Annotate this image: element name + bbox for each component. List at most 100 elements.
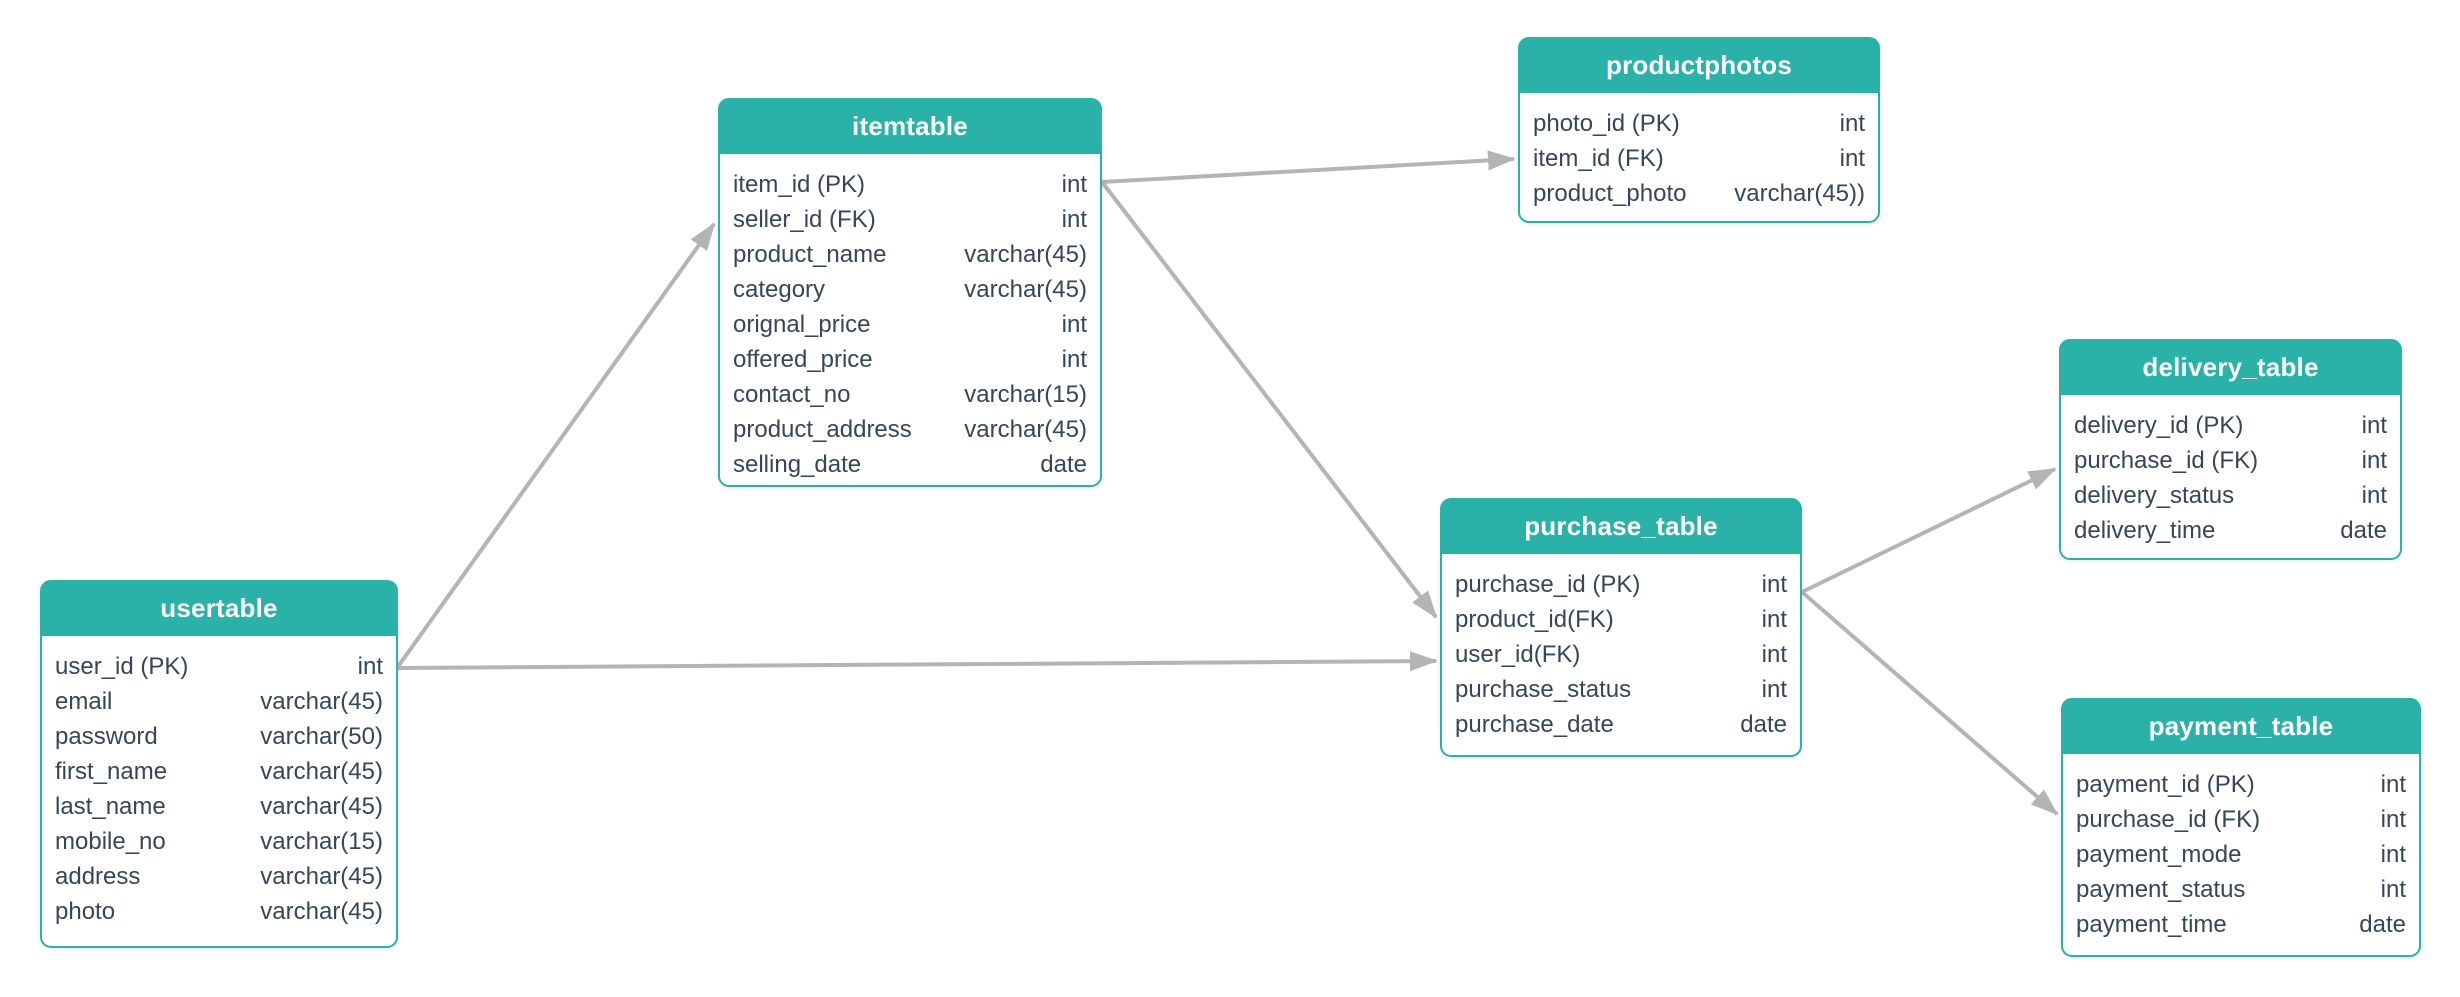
- field-type: int: [2361, 411, 2387, 439]
- field-row-purchase_table-3: purchase_status int: [1455, 672, 1787, 707]
- field-name: seller_id (FK): [733, 205, 876, 233]
- field-type: varchar(45): [964, 240, 1087, 268]
- table-purchase_table[interactable]: purchase_table purchase_id (PK) int prod…: [1440, 498, 1802, 757]
- field-row-delivery_table-0: delivery_id (PK) int: [2074, 408, 2387, 443]
- field-row-payment_table-2: payment_mode int: [2076, 837, 2406, 872]
- field-row-itemtable-3: category varchar(45): [733, 272, 1087, 307]
- table-delivery_table[interactable]: delivery_table delivery_id (PK) int purc…: [2059, 339, 2402, 560]
- field-row-delivery_table-3: delivery_time date: [2074, 513, 2387, 548]
- relation-usertable-to-purchase_table: [396, 651, 1438, 672]
- field-type: int: [2380, 840, 2406, 868]
- field-name: mobile_no: [55, 827, 166, 855]
- field-type: varchar(45): [964, 275, 1087, 303]
- field-row-usertable-7: photo varchar(45): [55, 894, 383, 929]
- field-type: int: [1061, 170, 1087, 198]
- field-name: payment_status: [2076, 875, 2246, 903]
- field-name: first_name: [55, 757, 168, 785]
- field-type: varchar(45): [260, 897, 383, 925]
- field-type: varchar(45): [260, 862, 383, 890]
- field-type: int: [2380, 875, 2406, 903]
- field-row-usertable-2: password varchar(50): [55, 719, 383, 754]
- field-row-usertable-4: last_name varchar(45): [55, 789, 383, 824]
- field-name: address: [55, 862, 141, 890]
- table-title: delivery_table: [2142, 352, 2319, 382]
- field-type: varchar(45)): [1734, 179, 1865, 207]
- field-name: photo_id (PK): [1533, 109, 1680, 137]
- table-title: productphotos: [1605, 50, 1792, 80]
- field-name: photo: [55, 897, 116, 925]
- field-name: payment_time: [2076, 910, 2227, 938]
- field-name: password: [55, 722, 158, 750]
- relation-usertable-to-itemtable: [395, 222, 716, 670]
- field-row-usertable-0: user_id (PK) int: [55, 649, 383, 684]
- table-body-purchase_table: purchase_id (PK) int product_id(FK) int …: [1442, 554, 1800, 755]
- field-row-itemtable-5: offered_price int: [733, 342, 1087, 377]
- field-type: int: [1761, 605, 1787, 633]
- table-body-usertable: user_id (PK) int email varchar(45) passw…: [42, 636, 396, 946]
- field-row-purchase_table-0: purchase_id (PK) int: [1455, 567, 1787, 602]
- table-header: delivery_table: [2060, 340, 2401, 395]
- field-type: varchar(45): [964, 415, 1087, 443]
- table-header: payment_table: [2062, 699, 2420, 754]
- field-name: delivery_status: [2074, 481, 2235, 509]
- field-row-itemtable-2: product_name varchar(45): [733, 237, 1087, 272]
- field-name: item_id (FK): [1533, 144, 1664, 172]
- table-payment_table[interactable]: payment_table payment_id (PK) int purcha…: [2061, 698, 2421, 957]
- field-row-itemtable-6: contact_no varchar(15): [733, 377, 1087, 412]
- field-name: delivery_id (PK): [2074, 411, 2244, 439]
- table-title: itemtable: [852, 111, 968, 141]
- field-row-payment_table-0: payment_id (PK) int: [2076, 767, 2406, 802]
- table-body-payment_table: payment_id (PK) int purchase_id (FK) int…: [2063, 754, 2419, 955]
- field-row-purchase_table-2: user_id(FK) int: [1455, 637, 1787, 672]
- table-usertable[interactable]: usertable user_id (PK) int email varchar…: [40, 580, 398, 948]
- relation-itemtable-to-productphotos: [1101, 150, 1516, 184]
- field-type: varchar(50): [260, 722, 383, 750]
- field-row-itemtable-8: selling_date date: [733, 447, 1087, 482]
- relation-purchase_table-to-payment_table: [1800, 590, 2059, 816]
- field-row-productphotos-2: product_photo varchar(45)): [1533, 176, 1865, 211]
- field-type: varchar(45): [260, 687, 383, 715]
- field-row-itemtable-0: item_id (PK) int: [733, 167, 1087, 202]
- table-title: payment_table: [2148, 711, 2334, 741]
- field-type: varchar(45): [260, 792, 383, 820]
- table-header: purchase_table: [1441, 499, 1801, 554]
- table-header: usertable: [41, 581, 397, 636]
- field-name: purchase_id (FK): [2076, 805, 2261, 833]
- field-row-productphotos-0: photo_id (PK) int: [1533, 106, 1865, 141]
- table-body-delivery_table: delivery_id (PK) int purchase_id (FK) in…: [2061, 395, 2400, 558]
- field-row-payment_table-3: payment_status int: [2076, 872, 2406, 907]
- field-name: product_photo: [1533, 179, 1687, 207]
- field-name: purchase_id (FK): [2074, 446, 2259, 474]
- table-header: productphotos: [1519, 38, 1879, 93]
- field-type: int: [1761, 640, 1787, 668]
- field-type: int: [2361, 481, 2387, 509]
- field-name: purchase_status: [1455, 675, 1632, 703]
- field-type: int: [1061, 345, 1087, 373]
- table-title: purchase_table: [1524, 511, 1718, 541]
- field-name: item_id (PK): [733, 170, 866, 198]
- field-row-purchase_table-1: product_id(FK) int: [1455, 602, 1787, 637]
- field-type: varchar(45): [260, 757, 383, 785]
- table-productphotos[interactable]: productphotos photo_id (PK) int item_id …: [1518, 37, 1880, 223]
- field-type: int: [1761, 675, 1787, 703]
- field-name: payment_mode: [2076, 840, 2242, 868]
- field-row-itemtable-1: seller_id (FK) int: [733, 202, 1087, 237]
- field-row-purchase_table-4: purchase_date date: [1455, 707, 1787, 742]
- table-header: itemtable: [719, 99, 1101, 154]
- field-name: user_id (PK): [55, 652, 189, 680]
- field-row-itemtable-7: product_address varchar(45): [733, 412, 1087, 447]
- field-row-usertable-3: first_name varchar(45): [55, 754, 383, 789]
- field-name: selling_date: [733, 450, 862, 478]
- field-type: int: [1761, 570, 1787, 598]
- field-row-payment_table-1: purchase_id (FK) int: [2076, 802, 2406, 837]
- field-type: int: [2380, 770, 2406, 798]
- field-name: purchase_id (PK): [1455, 570, 1641, 598]
- field-row-usertable-1: email varchar(45): [55, 684, 383, 719]
- field-type: int: [2361, 446, 2387, 474]
- field-type: int: [357, 652, 383, 680]
- table-itemtable[interactable]: itemtable item_id (PK) int seller_id (FK…: [718, 98, 1102, 487]
- field-name: product_address: [733, 415, 912, 443]
- field-type: int: [1061, 205, 1087, 233]
- table-body-itemtable: item_id (PK) int seller_id (FK) int prod…: [720, 154, 1100, 485]
